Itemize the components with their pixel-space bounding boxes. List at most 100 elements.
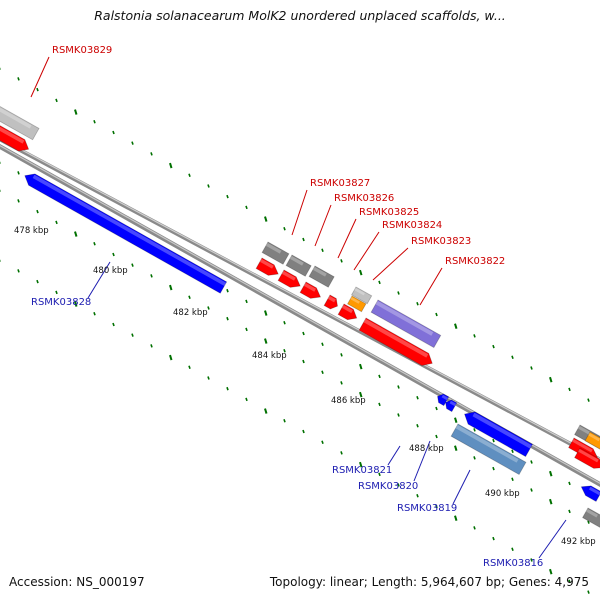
- tick-mark: [511, 477, 514, 482]
- gene-label-reverse[interactable]: RSMK03819: [397, 503, 457, 514]
- gene-label-forward[interactable]: RSMK03826: [334, 193, 394, 204]
- tick-mark: [226, 386, 229, 391]
- tick-mark: [454, 323, 458, 329]
- tick-mark: [587, 398, 590, 402]
- forward-gene-arrow[interactable]: [358, 317, 436, 369]
- tick-mark: [55, 220, 58, 225]
- tick-mark: [397, 413, 400, 417]
- tick-mark: [169, 354, 173, 361]
- kbp-label: 482 kbp: [173, 308, 208, 318]
- gene-label-forward[interactable]: RSMK03827: [310, 178, 370, 189]
- tick-mark: [17, 199, 20, 203]
- tick-mark: [226, 194, 229, 199]
- kbp-label: 480 kbp: [93, 266, 128, 276]
- forward-gene-arrow[interactable]: [337, 303, 360, 323]
- tick-mark: [378, 472, 381, 477]
- tick-mark: [568, 481, 571, 486]
- tick-mark: [416, 423, 419, 428]
- tick-mark: [264, 338, 268, 344]
- gene-label-reverse[interactable]: RSMK03828: [31, 297, 91, 308]
- tick-mark: [150, 152, 153, 156]
- tick-mark: [321, 342, 324, 346]
- gene-label-forward[interactable]: RSMK03825: [359, 207, 419, 218]
- tick-mark: [131, 141, 134, 145]
- gene-label-forward[interactable]: RSMK03823: [411, 236, 471, 247]
- trna-box[interactable]: [351, 286, 373, 305]
- forward-gene-arrow[interactable]: [299, 281, 323, 302]
- tick-mark: [55, 290, 58, 295]
- tick-mark: [549, 470, 553, 477]
- tick-mark: [112, 130, 115, 135]
- tick-mark: [511, 547, 514, 552]
- forward-gene-arrow[interactable]: [255, 257, 281, 279]
- tick-mark: [150, 344, 153, 348]
- tick-mark: [207, 184, 210, 188]
- tick-mark: [188, 295, 191, 300]
- tick-mark: [340, 451, 343, 455]
- gene-label-forward[interactable]: RSMK03824: [382, 220, 442, 231]
- tick-mark: [435, 434, 438, 439]
- kbp-label: 492 kbp: [561, 537, 596, 547]
- forward-gene-arrow[interactable]: [0, 119, 32, 155]
- tick-mark: [587, 590, 590, 594]
- tick-mark: [454, 417, 458, 423]
- tick-mark: [435, 504, 438, 509]
- tick-mark: [416, 493, 419, 498]
- orange-gene-box[interactable]: [584, 431, 600, 452]
- trna-box[interactable]: [0, 97, 40, 141]
- kbp-label: 484 kbp: [252, 351, 287, 361]
- tick-mark: [587, 520, 590, 524]
- reverse-gene-arrow[interactable]: [435, 392, 450, 407]
- gene-label-reverse[interactable]: RSMK03816: [483, 558, 543, 569]
- reverse-gene-arrow[interactable]: [461, 408, 534, 458]
- tick-mark: [283, 321, 286, 325]
- tick-mark: [397, 385, 400, 389]
- tick-mark: [302, 237, 305, 242]
- reverse-gene-arrow[interactable]: [22, 170, 228, 294]
- tick-mark: [55, 98, 58, 103]
- rrna-box[interactable]: [261, 241, 290, 265]
- tick-mark: [188, 365, 191, 370]
- topology-text: Topology: linear; Length: 5,964,607 bp; …: [269, 575, 589, 589]
- forward-gene-arrow[interactable]: [574, 447, 600, 472]
- tick-mark: [226, 316, 229, 321]
- rrna-box[interactable]: [308, 265, 335, 288]
- tick-mark: [549, 498, 553, 505]
- gene-label-reverse[interactable]: RSMK03821: [332, 465, 392, 476]
- tick-mark: [93, 311, 96, 316]
- tick-mark: [283, 419, 286, 423]
- forward-gene-arrow[interactable]: [323, 294, 340, 311]
- gene-label-reverse[interactable]: RSMK03820: [358, 481, 418, 492]
- rrna-box[interactable]: [582, 507, 600, 528]
- tick-mark: [492, 438, 495, 443]
- tick-mark: [302, 331, 305, 336]
- tick-mark: [74, 231, 78, 237]
- purple-gene-box[interactable]: [370, 299, 442, 349]
- gene-features[interactable]: [0, 97, 600, 528]
- steel-gene-box[interactable]: [450, 423, 527, 476]
- tick-mark: [93, 119, 96, 124]
- tick-mark: [169, 162, 173, 169]
- forward-gene-arrow[interactable]: [277, 269, 303, 291]
- gene-label-forward[interactable]: RSMK03822: [445, 256, 505, 267]
- orange-gene-box[interactable]: [347, 295, 367, 313]
- tick-mark: [207, 306, 210, 310]
- reverse-gene-arrow[interactable]: [443, 398, 458, 413]
- tick-mark: [473, 456, 476, 460]
- gene-labels[interactable]: RSMK03829RSMK03827RSMK03826RSMK03825RSMK…: [31, 45, 543, 569]
- tick-mark: [112, 322, 115, 327]
- map-title: Ralstonia solanacearum MolK2 unordered u…: [94, 8, 506, 23]
- tick-mark: [359, 391, 363, 398]
- tick-mark: [473, 526, 476, 530]
- tick-mark: [283, 227, 286, 231]
- rrna-box[interactable]: [285, 254, 312, 277]
- tick-mark: [17, 77, 20, 81]
- tick-mark: [378, 374, 381, 379]
- tick-mark: [264, 310, 268, 316]
- reverse-gene-arrow[interactable]: [579, 482, 600, 502]
- tick-mark: [492, 536, 495, 541]
- tick-mark: [17, 269, 20, 273]
- gene-label-forward[interactable]: RSMK03829: [52, 45, 112, 56]
